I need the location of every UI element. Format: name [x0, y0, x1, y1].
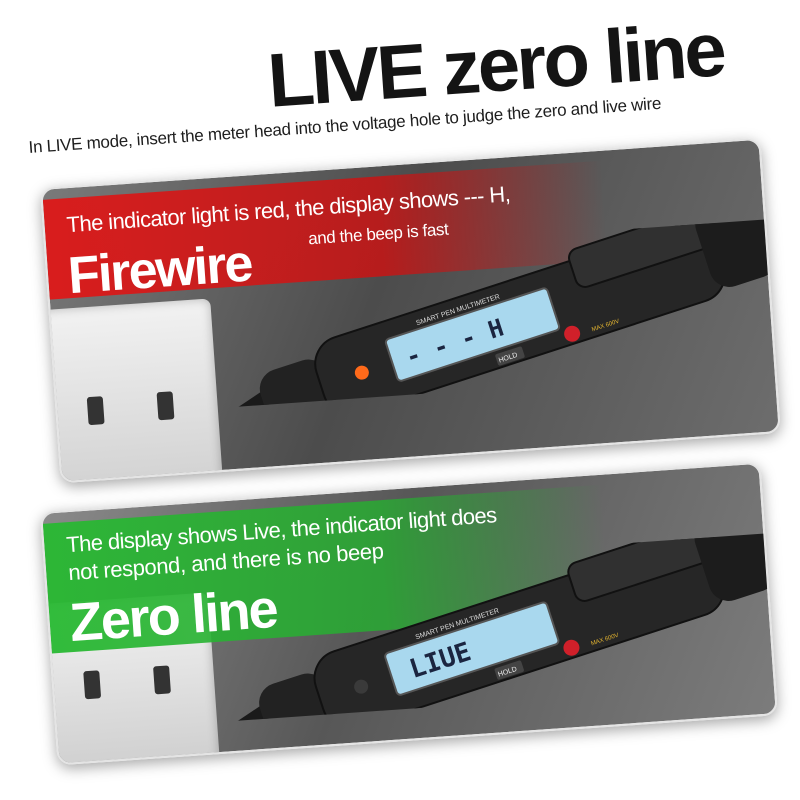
lcd-display — [384, 601, 560, 696]
probe-tip — [212, 389, 277, 411]
hold-button-shape — [494, 660, 524, 680]
pen-cap — [695, 218, 778, 287]
zero-line-panel: The display shows Live, the indicator li… — [40, 461, 778, 766]
hold-button-shape — [495, 346, 525, 366]
probe-collar — [259, 359, 337, 411]
power-button — [564, 325, 581, 342]
pen-cap — [694, 532, 778, 601]
multimeter-pen: LIUE SMART PEN MULTIMETER HOLD MAX 600V — [177, 532, 778, 725]
probe-collar — [259, 673, 336, 725]
firewire-panel: The indicator light is red, the display … — [40, 137, 781, 484]
multimeter-pen: - - - H SMART PEN MULTIMETER HOLD MAX 60… — [177, 218, 780, 411]
lcd-display — [384, 287, 561, 382]
probe-tip — [211, 703, 276, 725]
indicator-light — [354, 365, 369, 380]
power-button — [563, 639, 580, 656]
indicator-light — [354, 679, 369, 694]
